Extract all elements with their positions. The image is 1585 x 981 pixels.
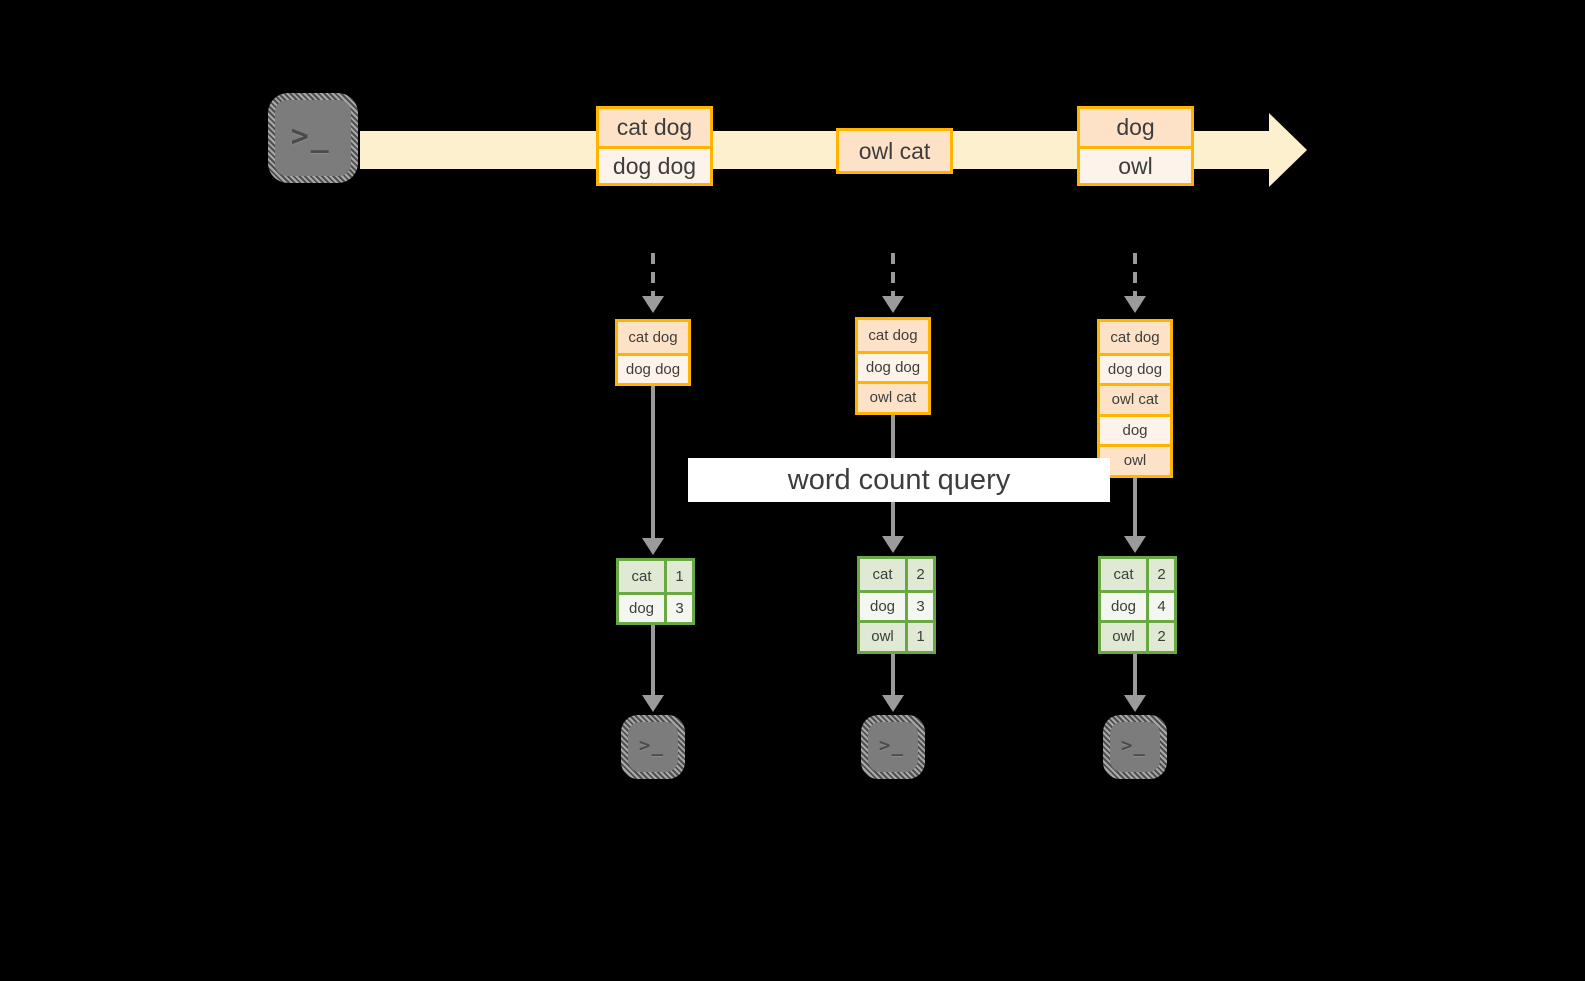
table-column-3[interactable]: cat dog dog dog owl cat dog owl (1097, 319, 1173, 478)
stream-record-line: dog (1080, 109, 1191, 146)
result-row: cat 2 (1101, 559, 1174, 590)
table-row: dog dog (618, 352, 688, 383)
stream-to-table-arrowhead-2 (882, 296, 904, 313)
sink-connector-3 (1133, 653, 1137, 697)
stream-record-line: cat dog (599, 109, 710, 146)
result-row: owl 1 (860, 620, 933, 651)
sink-connector-1 (651, 622, 655, 697)
stream-record-3[interactable]: dog owl (1077, 106, 1194, 186)
stream-arrow-head (1269, 113, 1307, 187)
result-word: cat (1101, 559, 1149, 590)
terminal-prompt-glyph: >_ (878, 734, 905, 757)
result-table-1[interactable]: cat 1 dog 3 (616, 558, 695, 625)
query-label: word count query (688, 458, 1110, 502)
query-connector-3 (1133, 477, 1137, 538)
table-row: cat dog (618, 322, 688, 353)
terminal-face: >_ (275, 100, 351, 176)
stream-record-2[interactable]: owl cat (836, 128, 953, 174)
stream-to-table-connector-2 (891, 253, 895, 299)
result-table-2[interactable]: cat 2 dog 3 owl 1 (857, 556, 936, 654)
query-arrowhead-1 (642, 538, 664, 555)
result-row: cat 2 (860, 559, 933, 590)
stream-record-line: dog dog (599, 146, 710, 183)
query-arrowhead-2 (882, 536, 904, 553)
result-count: 2 (1149, 559, 1174, 590)
query-connector-1 (651, 385, 655, 540)
result-count: 2 (1149, 623, 1174, 651)
result-row: dog 4 (1101, 589, 1174, 620)
table-row: owl cat (858, 381, 928, 412)
stream-record-line: owl cat (839, 131, 950, 171)
query-label-text: word count query (787, 463, 1011, 496)
table-row: dog dog (1100, 352, 1170, 383)
terminal-face: >_ (868, 722, 918, 772)
result-table-3[interactable]: cat 2 dog 4 owl 2 (1098, 556, 1177, 654)
terminal-prompt-glyph: >_ (1120, 734, 1147, 757)
sink-connector-2 (891, 653, 895, 697)
result-word: owl (860, 623, 908, 651)
table-row: cat dog (1100, 322, 1170, 353)
result-word: dog (860, 592, 908, 620)
stream-to-table-arrowhead-1 (642, 296, 664, 313)
result-count: 2 (908, 559, 933, 590)
result-count: 3 (908, 592, 933, 620)
table-row: cat dog (858, 320, 928, 351)
result-word: dog (1101, 592, 1149, 620)
stream-to-table-arrowhead-3 (1124, 296, 1146, 313)
table-row: owl cat (1100, 383, 1170, 414)
stream-to-table-connector-3 (1133, 253, 1137, 299)
result-count: 4 (1149, 592, 1174, 620)
result-count: 1 (667, 561, 692, 592)
source-terminal-icon[interactable]: >_ (268, 93, 358, 183)
sink-arrowhead-2 (882, 695, 904, 712)
result-count: 3 (667, 594, 692, 622)
result-word: cat (619, 561, 667, 592)
sink-arrowhead-3 (1124, 695, 1146, 712)
stream-to-table-connector-1 (651, 253, 655, 299)
table-row: dog dog (858, 350, 928, 381)
result-row: cat 1 (619, 561, 692, 592)
stream-record-1[interactable]: cat dog dog dog (596, 106, 713, 186)
terminal-prompt-glyph: >_ (638, 734, 665, 757)
terminal-face: >_ (628, 722, 678, 772)
table-row: dog (1100, 413, 1170, 444)
sink-arrowhead-1 (642, 695, 664, 712)
result-row: dog 3 (619, 591, 692, 622)
table-column-2[interactable]: cat dog dog dog owl cat (855, 317, 931, 415)
result-row: dog 3 (860, 589, 933, 620)
result-word: cat (860, 559, 908, 590)
result-row: owl 2 (1101, 620, 1174, 651)
sink-terminal-icon-3[interactable]: >_ (1103, 715, 1167, 779)
result-word: owl (1101, 623, 1149, 651)
stream-record-line: owl (1080, 146, 1191, 183)
result-count: 1 (908, 623, 933, 651)
terminal-face: >_ (1110, 722, 1160, 772)
terminal-prompt-glyph: >_ (290, 118, 331, 154)
result-word: dog (619, 594, 667, 622)
sink-terminal-icon-2[interactable]: >_ (861, 715, 925, 779)
sink-terminal-icon-1[interactable]: >_ (621, 715, 685, 779)
table-column-1[interactable]: cat dog dog dog (615, 319, 691, 386)
query-arrowhead-3 (1124, 536, 1146, 553)
table-row: owl (1100, 444, 1170, 475)
